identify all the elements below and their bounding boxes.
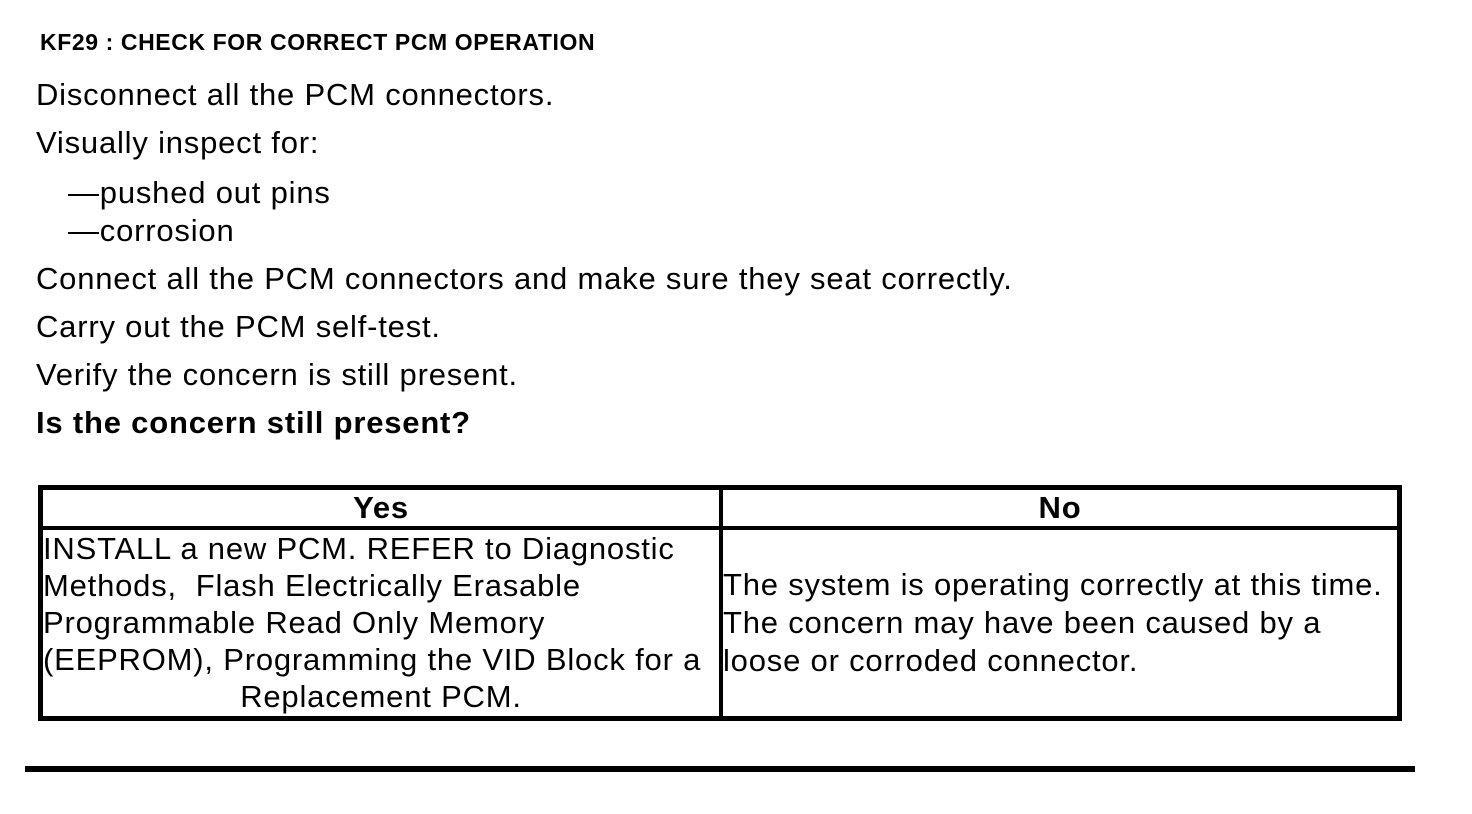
results-table-header: Yes No bbox=[38, 485, 1402, 530]
decision-question: Is the concern still present? bbox=[36, 405, 471, 440]
yes-action-line-1: INSTALL a new PCM. REFER to Diagnostic bbox=[43, 531, 675, 566]
step-verify-concern: Verify the concern is still present. bbox=[36, 357, 518, 392]
yes-result-cell: INSTALL a new PCM. REFER to Diagnostic M… bbox=[38, 526, 723, 721]
yes-column-header: Yes bbox=[38, 485, 723, 530]
procedure-steps: Disconnect all the PCM connectors. Visua… bbox=[36, 78, 1013, 439]
yes-action-line-5: Replacement PCM. bbox=[240, 679, 522, 714]
table-header-row: Yes No bbox=[38, 485, 1402, 530]
no-result-cell: The system is operating correctly at thi… bbox=[719, 526, 1402, 721]
yes-action-line-2: Methods, Flash Electrically Erasable bbox=[43, 568, 581, 603]
results-table: Yes No INSTALL a new PCM. REFER to Diagn… bbox=[38, 485, 1402, 721]
no-action-text: The system is operating correctly at thi… bbox=[723, 567, 1383, 678]
yes-action-line-3: Programmable Read Only Memory bbox=[43, 605, 546, 640]
step-connect-connectors: Connect all the PCM connectors and make … bbox=[36, 261, 1013, 296]
inspect-item-pushed-out-pins: —pushed out pins bbox=[68, 175, 331, 210]
results-table-body: INSTALL a new PCM. REFER to Diagnostic M… bbox=[38, 526, 1402, 721]
no-column-header: No bbox=[719, 485, 1402, 530]
step-inspect-intro: Visually inspect for: bbox=[36, 125, 320, 160]
procedure-title: KF29 : CHECK FOR CORRECT PCM OPERATION bbox=[40, 29, 596, 55]
horizontal-divider-rule bbox=[25, 766, 1415, 772]
step-disconnect-connectors: Disconnect all the PCM connectors. bbox=[36, 77, 555, 112]
step-self-test: Carry out the PCM self-test. bbox=[36, 309, 441, 344]
inspect-item-corrosion: —corrosion bbox=[68, 213, 235, 248]
yes-action-line-4: (EEPROM), Programming the VID Block for … bbox=[43, 642, 702, 677]
table-result-row: INSTALL a new PCM. REFER to Diagnostic M… bbox=[38, 526, 1402, 721]
